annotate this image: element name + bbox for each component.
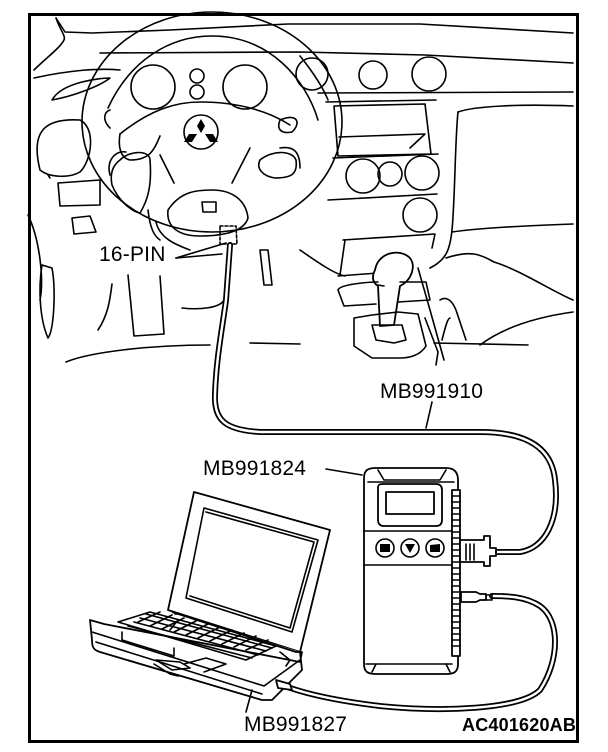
steering-wheel [81, 11, 343, 251]
figure-frame [28, 13, 579, 743]
laptop [89, 491, 331, 701]
leader-lines [175, 242, 433, 713]
vci-device [363, 467, 497, 675]
usb-cable [279, 593, 558, 712]
dashboard [27, 17, 574, 366]
main-harness-cable [211, 242, 559, 555]
label-16-pin: 16-PIN [99, 243, 166, 266]
label-mb991824: MB991824 [203, 457, 307, 480]
figure-id-code: AC401620AB [462, 715, 577, 735]
label-mb991910: MB991910 [380, 380, 484, 403]
label-mb991827: MB991827 [244, 713, 348, 736]
